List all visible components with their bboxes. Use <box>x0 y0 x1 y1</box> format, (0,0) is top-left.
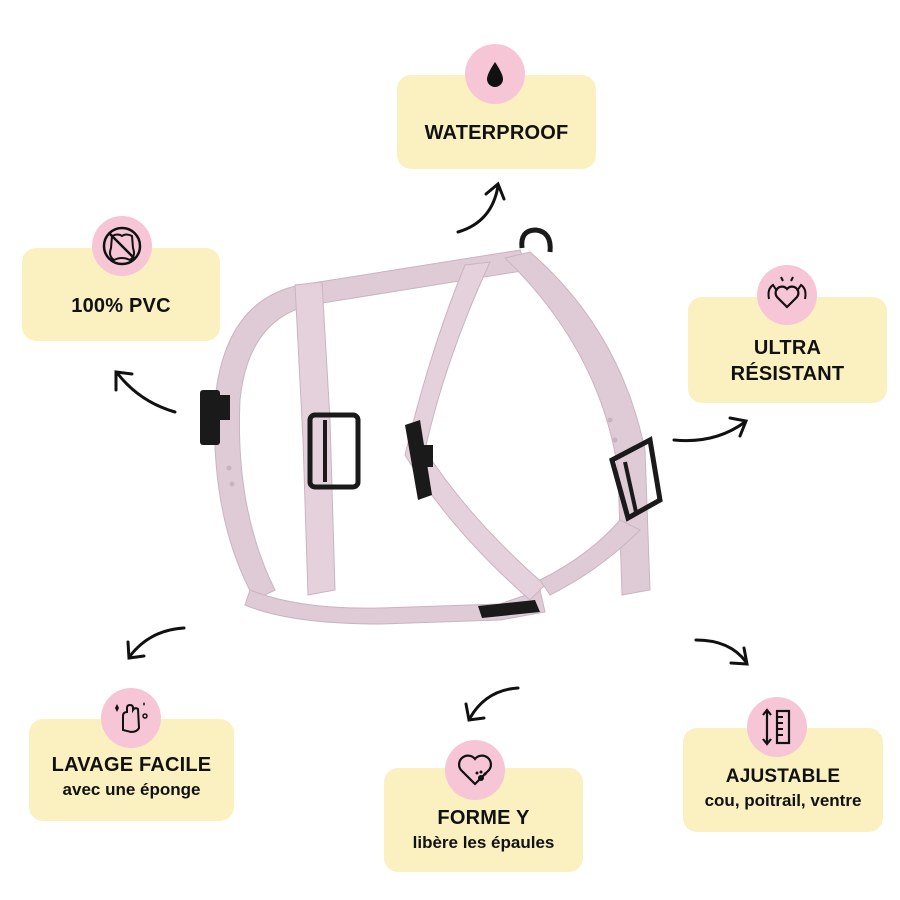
water-drop-icon <box>465 44 525 104</box>
resistant-title-line1: ULTRA <box>753 337 822 359</box>
harness-left-loop <box>214 284 311 601</box>
arrow-waterproof <box>456 184 500 234</box>
d-ring <box>519 227 553 253</box>
resistant-title-line2: RÉSISTANT <box>730 363 845 385</box>
arrow-pvc <box>116 372 177 414</box>
heart-paw-icon <box>445 740 505 800</box>
buckle-center <box>307 412 361 490</box>
waterproof-title: WATERPROOF <box>424 122 569 144</box>
adjustable-subtitle: cou, poitrail, ventre <box>704 791 862 811</box>
washing-hand-icon <box>101 688 161 748</box>
adjustable-title: AJUSTABLE <box>725 765 841 787</box>
arrow-washing <box>128 626 186 658</box>
shape-subtitle: libère les épaules <box>412 833 555 853</box>
harness-top-strap <box>299 249 529 306</box>
buckle-left-clip <box>200 390 230 445</box>
arrow-shape <box>468 686 520 720</box>
buckle-middle-clip <box>405 420 433 500</box>
arrow-adjustable <box>694 638 748 664</box>
shape-title: FORME Y <box>437 807 530 830</box>
harness-left-vertical-strap <box>294 281 336 596</box>
adjust-ruler-icon <box>747 697 807 757</box>
strap-holes <box>226 417 618 487</box>
harness-right-outer-strap <box>503 251 651 596</box>
buckle-right <box>609 436 663 522</box>
washing-subtitle: avec une éponge <box>62 780 201 800</box>
pvc-title: 100% PVC <box>71 294 171 317</box>
arrows <box>114 181 749 722</box>
harness-right-inner-strap <box>404 261 546 601</box>
washing-title: LAVAGE FACILE <box>51 754 212 777</box>
harness-right-lower-strap <box>539 519 641 596</box>
no-leather-icon <box>92 216 152 276</box>
strong-heart-icon <box>757 265 817 325</box>
buckle-bottom-clip <box>478 600 540 618</box>
harness-bottom-strap <box>244 589 546 625</box>
arrow-resistant <box>672 420 747 443</box>
